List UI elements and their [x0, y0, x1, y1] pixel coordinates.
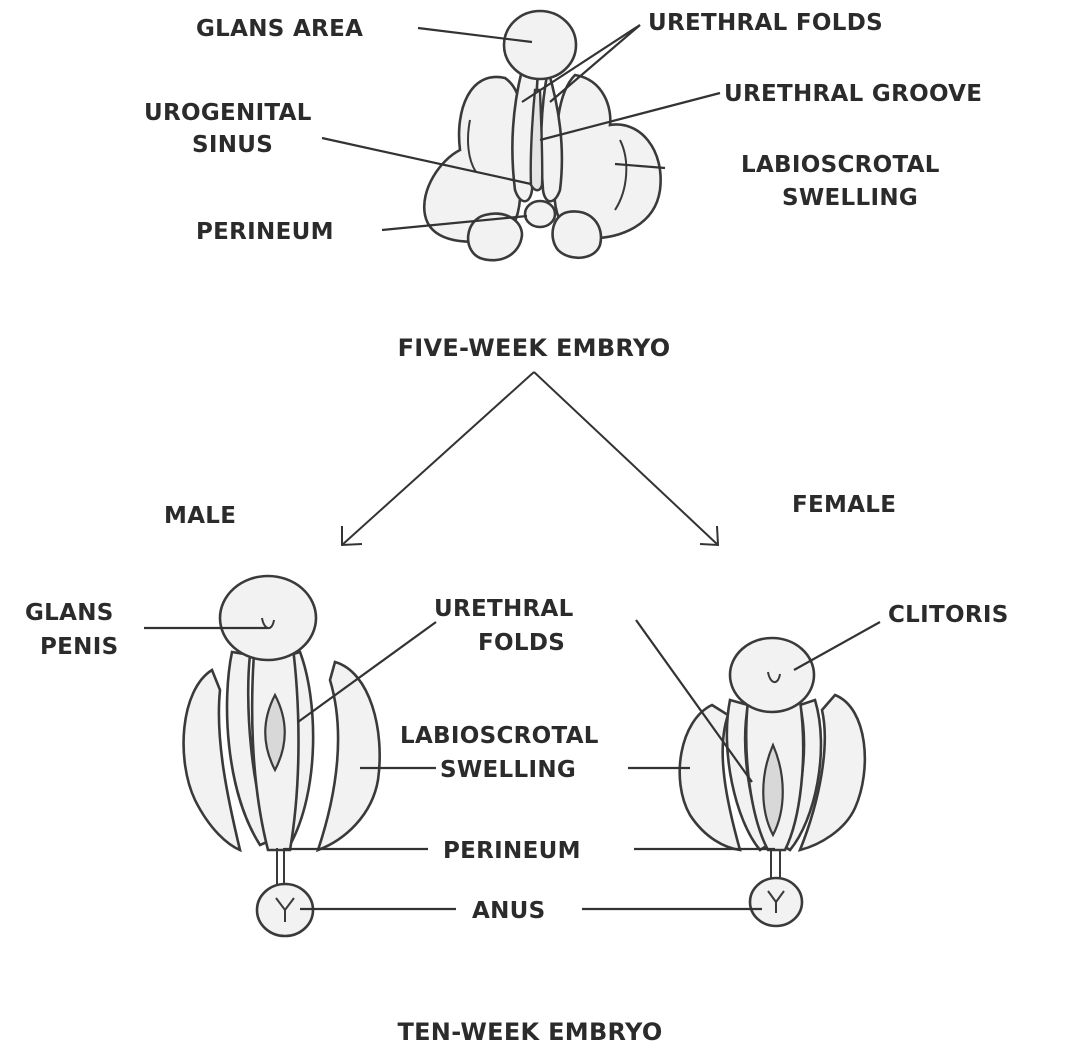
ten-week-title: TEN-WEEK EMBRYO	[397, 1018, 662, 1046]
branch-arrows	[342, 372, 718, 545]
ten-week-female-drawing	[680, 638, 865, 926]
label-glans-area: GLANS AREA	[196, 16, 363, 42]
label-clitoris: CLITORIS	[888, 602, 1009, 628]
label-urogenital-sinus-line2: SINUS	[192, 132, 273, 158]
label-anus: ANUS	[472, 898, 546, 924]
label-urethral-folds-bottom-line1: URETHRAL	[434, 596, 574, 622]
label-labioscrotal-swelling-bottom-line2: SWELLING	[440, 757, 576, 783]
label-male: MALE	[164, 503, 236, 529]
five-week-title: FIVE-WEEK EMBRYO	[398, 334, 671, 362]
label-urethral-groove: URETHRAL GROOVE	[724, 81, 982, 107]
label-labioscrotal-swelling-top-line2: SWELLING	[782, 185, 918, 211]
label-perineum-bottom: PERINEUM	[443, 838, 581, 864]
label-urogenital-sinus-line1: UROGENITAL	[144, 100, 312, 126]
label-perineum-top: PERINEUM	[196, 219, 334, 245]
label-glans-penis-line2: PENIS	[40, 634, 118, 660]
female-clitoris	[730, 638, 814, 712]
label-urethral-folds-top: URETHRAL FOLDS	[648, 10, 883, 36]
label-female: FEMALE	[792, 492, 896, 518]
label-glans-penis-line1: GLANS	[25, 600, 114, 626]
five-week-lower-lobe-right	[553, 211, 601, 257]
ten-week-male-drawing	[184, 576, 380, 936]
label-urethral-folds-bottom-line2: FOLDS	[478, 630, 565, 656]
five-week-glans-area	[504, 11, 576, 79]
five-week-perineum	[525, 201, 555, 227]
male-labioscrotal-right	[318, 662, 380, 850]
label-labioscrotal-swelling-bottom-line1: LABIOSCROTAL	[400, 723, 599, 749]
male-glans-penis	[220, 576, 316, 660]
label-labioscrotal-swelling-top-line1: LABIOSCROTAL	[741, 152, 940, 178]
